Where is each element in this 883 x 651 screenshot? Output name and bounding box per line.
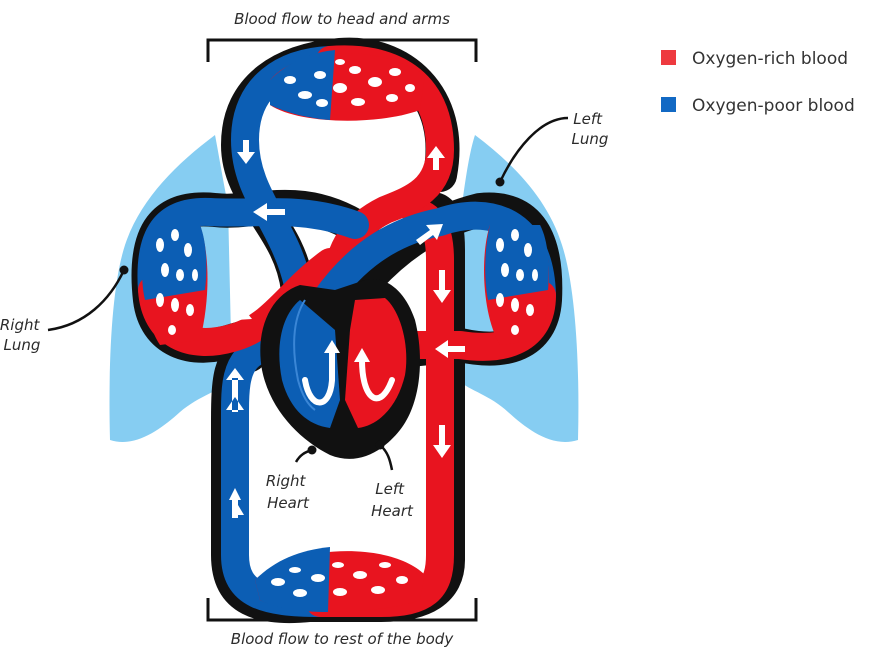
body-capillary-bed bbox=[255, 547, 425, 612]
left-heart-marker bbox=[376, 441, 385, 450]
left-lung-marker bbox=[496, 178, 505, 187]
left-lung-capillary-bed bbox=[484, 225, 549, 345]
legend: Oxygen-rich blood Oxygen-poor blood bbox=[661, 49, 855, 116]
legend-item-oxygen-poor: Oxygen-poor blood bbox=[661, 96, 855, 116]
right-lung-marker bbox=[120, 266, 129, 275]
legend-label-oxygen-poor: Oxygen-poor blood bbox=[692, 96, 855, 116]
legend-swatch-oxygen-poor bbox=[661, 97, 676, 112]
right-lung-label: Right Lung bbox=[0, 316, 44, 354]
legend-label-oxygen-rich: Oxygen-rich blood bbox=[692, 49, 848, 69]
right-heart-label: Right Heart bbox=[266, 472, 310, 512]
left-lung-label: Left Lung bbox=[572, 110, 609, 148]
heart bbox=[260, 279, 420, 459]
legend-item-oxygen-rich: Oxygen-rich blood bbox=[661, 49, 848, 69]
top-flow-label: Blood flow to head and arms bbox=[234, 10, 450, 28]
right-lung-capillary-bed bbox=[142, 225, 207, 345]
left-heart-label: Left Heart bbox=[371, 480, 414, 520]
bottom-flow-label: Blood flow to rest of the body bbox=[231, 630, 455, 648]
legend-swatch-oxygen-rich bbox=[661, 50, 676, 65]
right-heart-marker bbox=[308, 446, 317, 455]
